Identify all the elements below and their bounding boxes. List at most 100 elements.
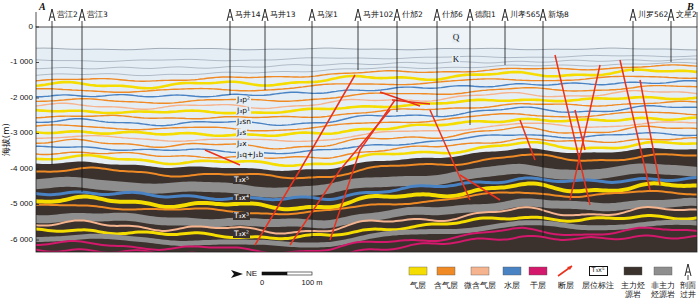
well-symbol	[540, 9, 546, 21]
well-symbol	[502, 9, 508, 21]
stratum-boundary	[36, 48, 697, 50]
triassic-layer	[36, 227, 697, 252]
legend-text: 剖面过井	[680, 282, 697, 300]
fault-line	[570, 65, 600, 200]
well-name: 什邡6	[442, 11, 463, 19]
fault-line	[290, 110, 390, 245]
well-track	[230, 21, 231, 95]
axis-tick: -6 000	[10, 236, 33, 245]
stratum-boundary	[36, 59, 697, 69]
well-symbol	[467, 9, 473, 21]
scale-bar	[262, 272, 287, 275]
stratum-label: T₃x⁵	[233, 176, 250, 184]
legend-well-track	[688, 275, 689, 280]
axis-tick-mark	[36, 204, 39, 205]
north-arrow	[231, 270, 243, 278]
fault-line	[380, 92, 420, 106]
well-symbol	[49, 9, 55, 21]
axis-tick: -1 000	[10, 58, 33, 67]
stratum-label: J₂s	[236, 129, 247, 137]
fault-line	[640, 80, 660, 185]
well-track	[397, 21, 398, 112]
section-frame	[36, 27, 697, 252]
well-symbol	[262, 9, 268, 21]
axis-tick-mark	[36, 98, 39, 99]
legend-fault-sample	[558, 266, 572, 276]
well-name: 德阳1	[475, 11, 496, 19]
legend-sample: T₃x⁵	[589, 266, 608, 275]
stratum-label: J₁q+J₁b	[236, 151, 264, 159]
reservoir-layer	[36, 133, 697, 154]
legend-text: 水层	[504, 282, 520, 291]
stratum-boundary	[36, 55, 697, 61]
stratum-label: T₃x⁴	[233, 194, 250, 202]
axis-tick-mark	[36, 62, 39, 63]
axis-tick-mark	[36, 169, 39, 170]
well-name: 马井14	[235, 11, 261, 19]
stratum-label: J₃p¹	[236, 107, 251, 115]
fault-line	[205, 150, 240, 165]
source-rock-ground	[36, 148, 697, 252]
axis-tick-mark	[36, 240, 39, 241]
well-name: 川孝565	[510, 11, 540, 19]
stratum-label: T₃x²	[233, 230, 250, 238]
section-end-label: B	[687, 1, 694, 12]
well-track	[543, 21, 544, 236]
well-symbol	[79, 9, 85, 21]
fault-line	[430, 110, 470, 200]
legend-text: 断层	[558, 282, 574, 291]
legend-swatch	[437, 267, 455, 275]
well-name: 新场8	[548, 11, 569, 19]
triassic-layer	[36, 190, 697, 215]
scale-label: 0	[260, 279, 264, 287]
legend-text: 干层	[530, 282, 546, 291]
scale-bar	[287, 272, 312, 275]
axis-title: 海拔(m)	[1, 124, 10, 157]
axis-tick: -4 000	[10, 165, 33, 174]
legend-text: 层位标注	[582, 282, 614, 291]
section-end-label: A	[39, 1, 46, 12]
fault-line	[575, 110, 585, 150]
well-name: 什邡2	[402, 11, 423, 19]
stratum-label: T₃x³	[233, 212, 250, 220]
scale-label: 100 m	[302, 279, 323, 287]
axis-tick: -3 000	[10, 129, 33, 138]
well-symbol	[355, 9, 361, 21]
quaternary-ground	[36, 27, 697, 49]
well-name: 文星2	[676, 11, 697, 19]
well-track	[312, 21, 313, 238]
triassic-layer	[36, 235, 697, 253]
fault-line	[392, 100, 430, 104]
well-track	[437, 21, 438, 116]
well-name: 马井13	[270, 11, 296, 19]
well-name: 马井102	[363, 11, 393, 19]
legend-text: 微含气层	[464, 282, 496, 291]
well-symbol	[685, 264, 691, 276]
well-symbol	[434, 9, 440, 21]
well-track	[82, 21, 83, 192]
legend-text: 气层	[410, 282, 426, 291]
section-end-line	[36, 12, 37, 27]
triassic-layer	[36, 198, 697, 229]
fault-line	[555, 55, 590, 205]
well-symbol	[630, 9, 636, 21]
legend-text: 含气层	[434, 282, 458, 291]
fault-line	[620, 60, 650, 190]
well-name: 川罗562	[638, 11, 668, 19]
stratum-label: K	[452, 55, 461, 65]
well-track	[358, 21, 359, 70]
legend-swatch	[503, 267, 521, 275]
well-track	[52, 21, 53, 165]
well-name: 马深1	[317, 11, 338, 19]
legend-swatch	[624, 267, 642, 275]
upper-ground	[36, 27, 697, 252]
legend-swatch	[654, 267, 672, 275]
legend-text: 主力烃源岩	[620, 282, 646, 300]
stratum-label: J₃p²	[236, 96, 251, 104]
legend-swatch	[471, 267, 489, 275]
stratum-label: J₂x	[236, 140, 248, 148]
legend-fault-arrow	[567, 266, 572, 270]
well-name: 营江3	[87, 11, 108, 19]
well-name: 营江2	[57, 11, 78, 19]
